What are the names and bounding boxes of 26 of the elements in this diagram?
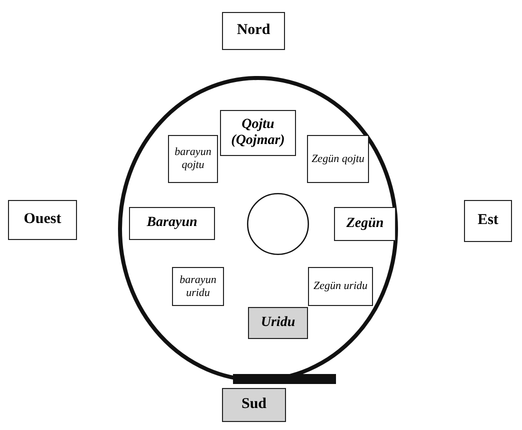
label-box	[8, 200, 77, 240]
label-box	[172, 267, 224, 306]
box-label: barayun uridu	[178, 274, 218, 300]
label-box	[307, 135, 369, 183]
label-box	[168, 135, 218, 183]
box-label: Uridu	[260, 314, 296, 332]
box-label: Sud	[241, 396, 267, 414]
box-label: Est	[478, 212, 498, 230]
label-box	[222, 388, 286, 422]
label-box	[220, 110, 296, 156]
label-box	[464, 200, 512, 242]
box-label: Ouest	[24, 211, 62, 229]
courtyard-circle	[118, 76, 398, 382]
box-label: Zegün	[346, 216, 384, 232]
box-label: Nord	[236, 22, 270, 40]
center-circle	[247, 193, 309, 255]
label-box	[308, 267, 373, 306]
label-box	[222, 12, 285, 50]
box-label: Zegün qojtu	[312, 152, 364, 166]
box-label: Qojtu (Qojmar)	[230, 116, 286, 150]
box-label: Barayun	[146, 215, 198, 232]
label-box	[129, 207, 215, 240]
box-label: Zegün uridu	[313, 280, 368, 293]
box-label: barayun qojtu	[174, 146, 212, 172]
label-box	[334, 207, 396, 241]
label-box	[248, 307, 308, 339]
